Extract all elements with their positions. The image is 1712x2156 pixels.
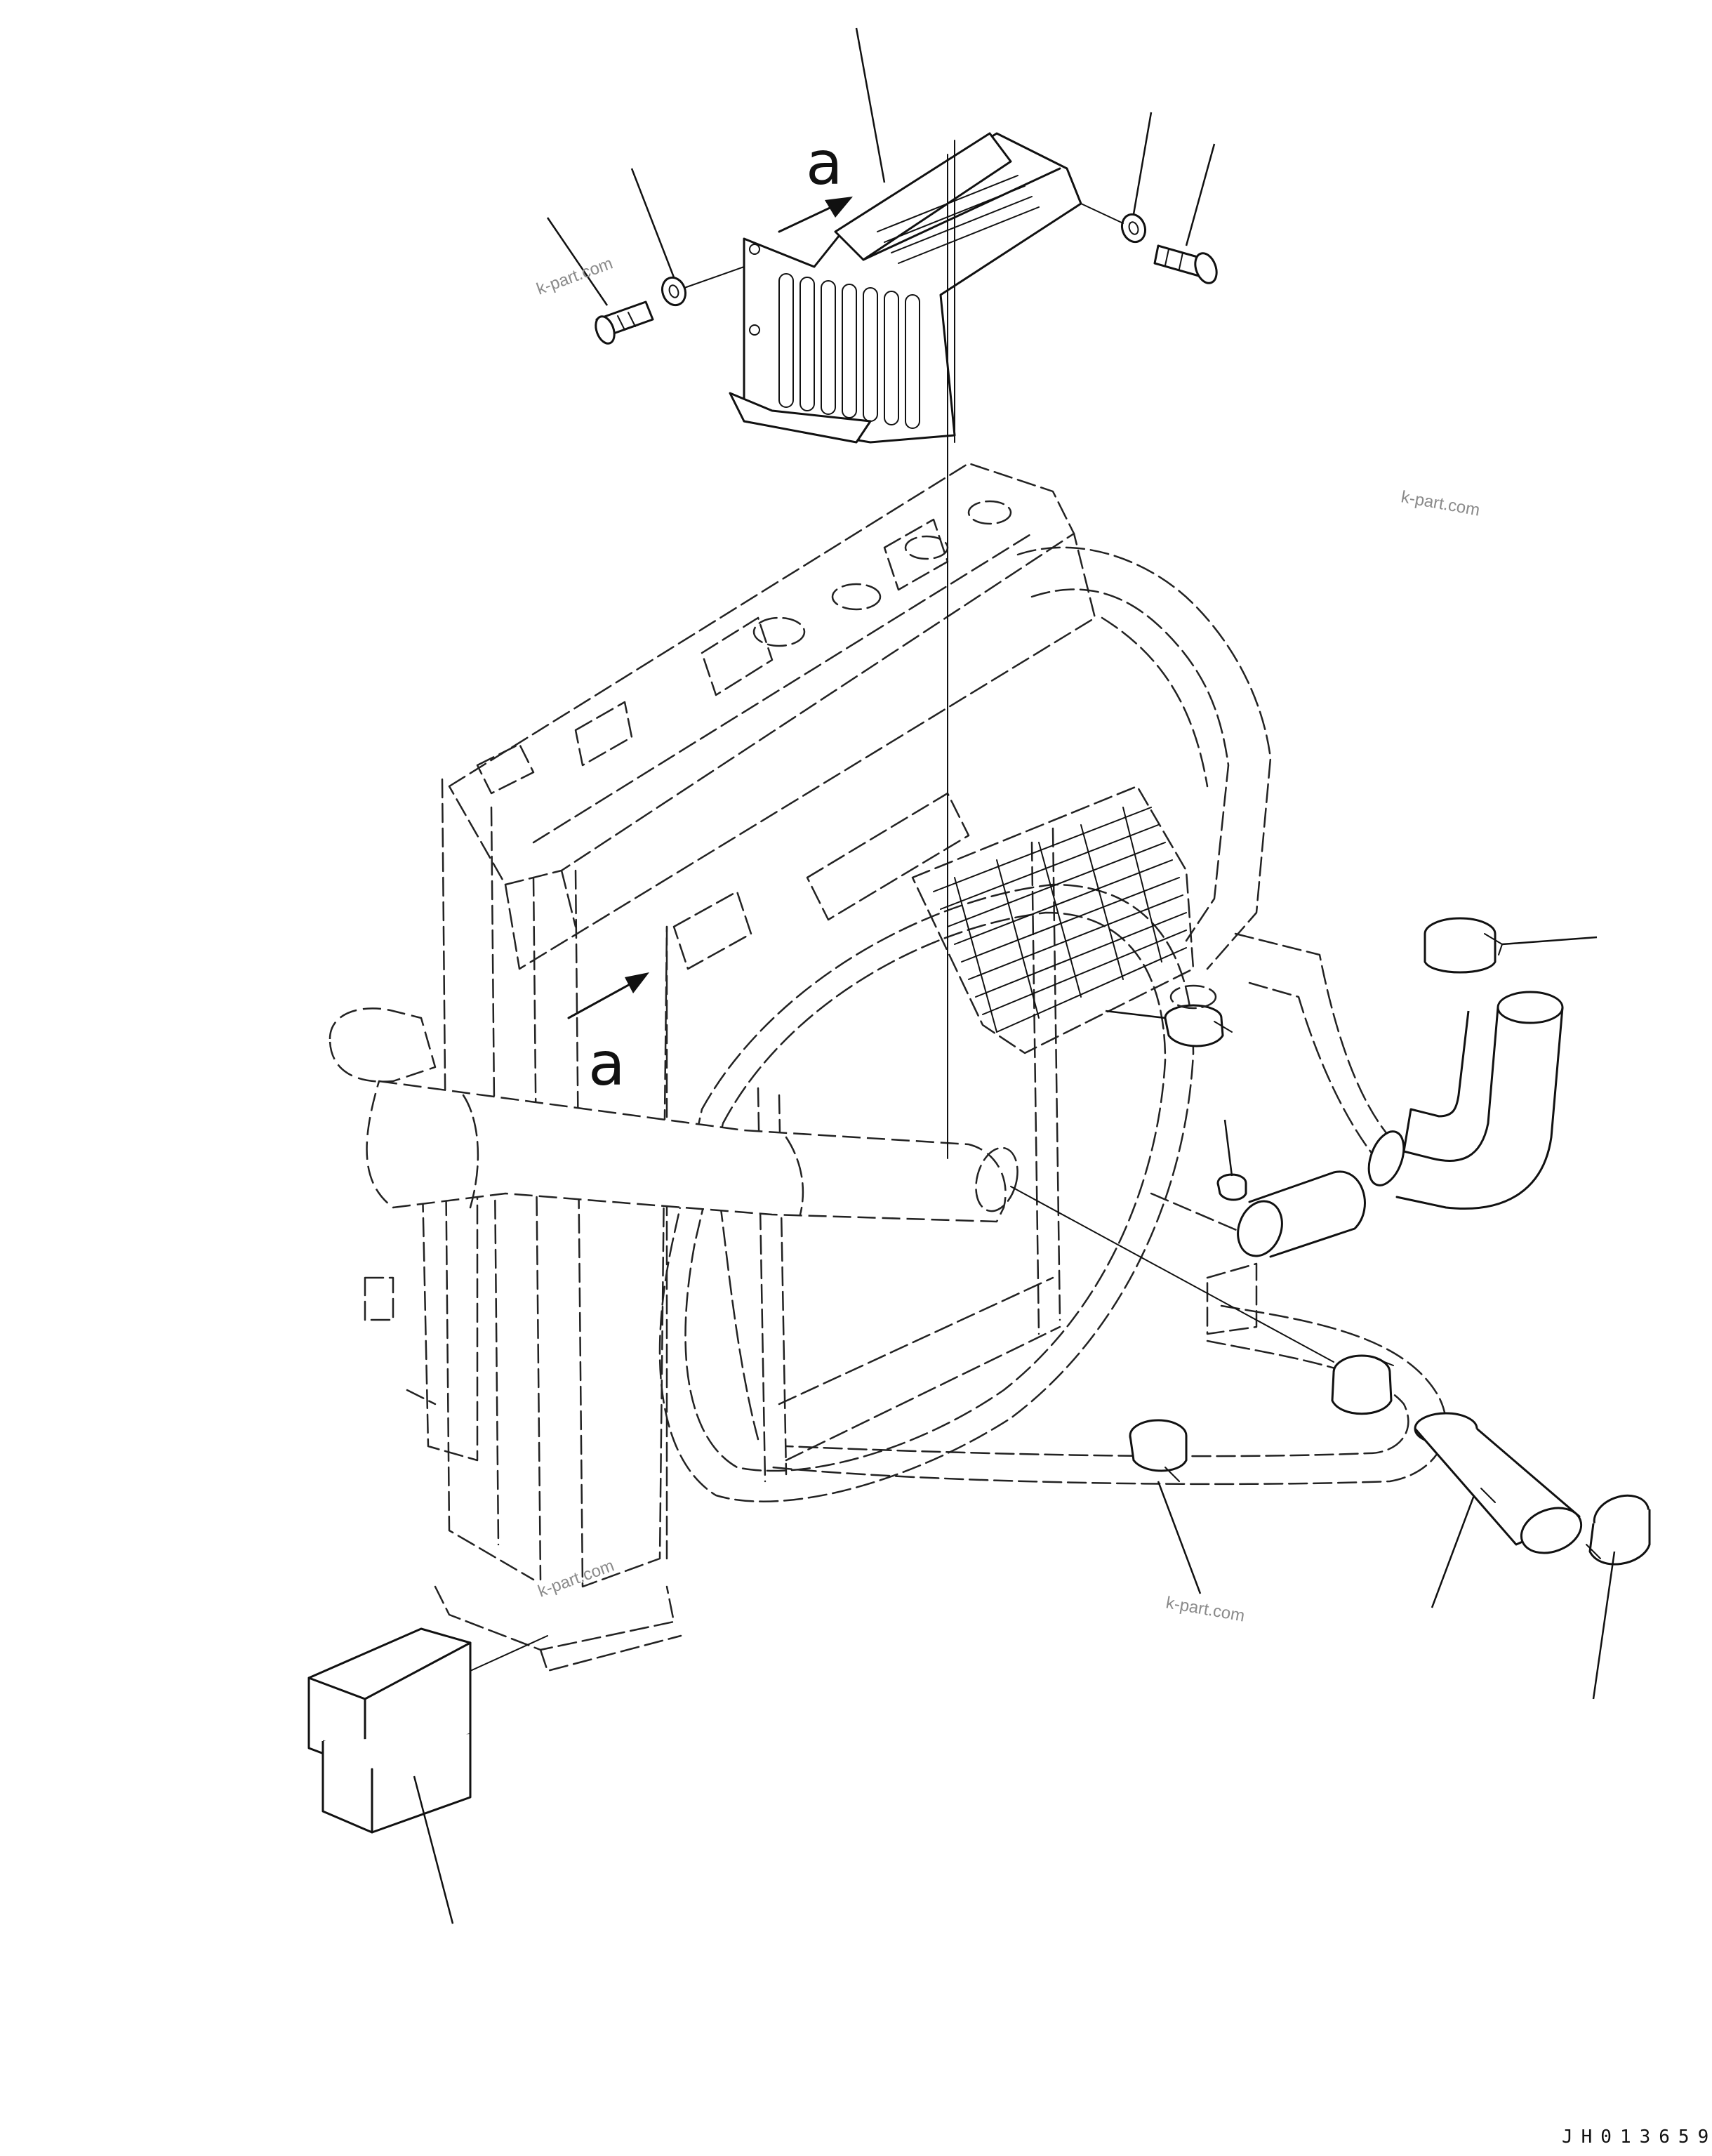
view-arrow-top xyxy=(778,197,853,233)
view-letter-side: a xyxy=(588,1029,625,1099)
view-letter-top: a xyxy=(806,128,843,199)
watermark: k-part.com xyxy=(1400,487,1481,520)
foam-block xyxy=(307,1627,472,1834)
washer-left xyxy=(661,276,687,307)
bolt-left xyxy=(595,300,654,345)
guide-line-hose xyxy=(1010,1186,1334,1363)
view-arrow-side xyxy=(567,972,649,1019)
straight-hose xyxy=(1414,1412,1583,1554)
radiator-cover xyxy=(729,132,1082,444)
guide-line-foam xyxy=(470,1635,548,1672)
drawing-code: JH013659 xyxy=(1562,2127,1712,2148)
clamp-right xyxy=(1586,1494,1651,1566)
washer-right xyxy=(1120,213,1147,244)
clamp-small xyxy=(1216,1173,1247,1201)
clamp-lower-mid xyxy=(1331,1354,1394,1415)
watermark: k-part.com xyxy=(534,253,616,298)
leader-lines xyxy=(413,27,1616,1924)
clamp-mid xyxy=(1164,1004,1233,1047)
clamp-lower-center xyxy=(1129,1419,1188,1482)
clamp-upper-right xyxy=(1424,917,1503,974)
short-hose xyxy=(1237,1170,1366,1258)
hose-end-mid xyxy=(1169,984,1217,1010)
left-hose-pipe xyxy=(329,1007,1018,1223)
radiator-assembly xyxy=(364,462,1447,1672)
bolt-right xyxy=(1153,244,1218,284)
watermark: k-part.com xyxy=(1164,1593,1246,1625)
elbow-hose xyxy=(1367,991,1564,1210)
